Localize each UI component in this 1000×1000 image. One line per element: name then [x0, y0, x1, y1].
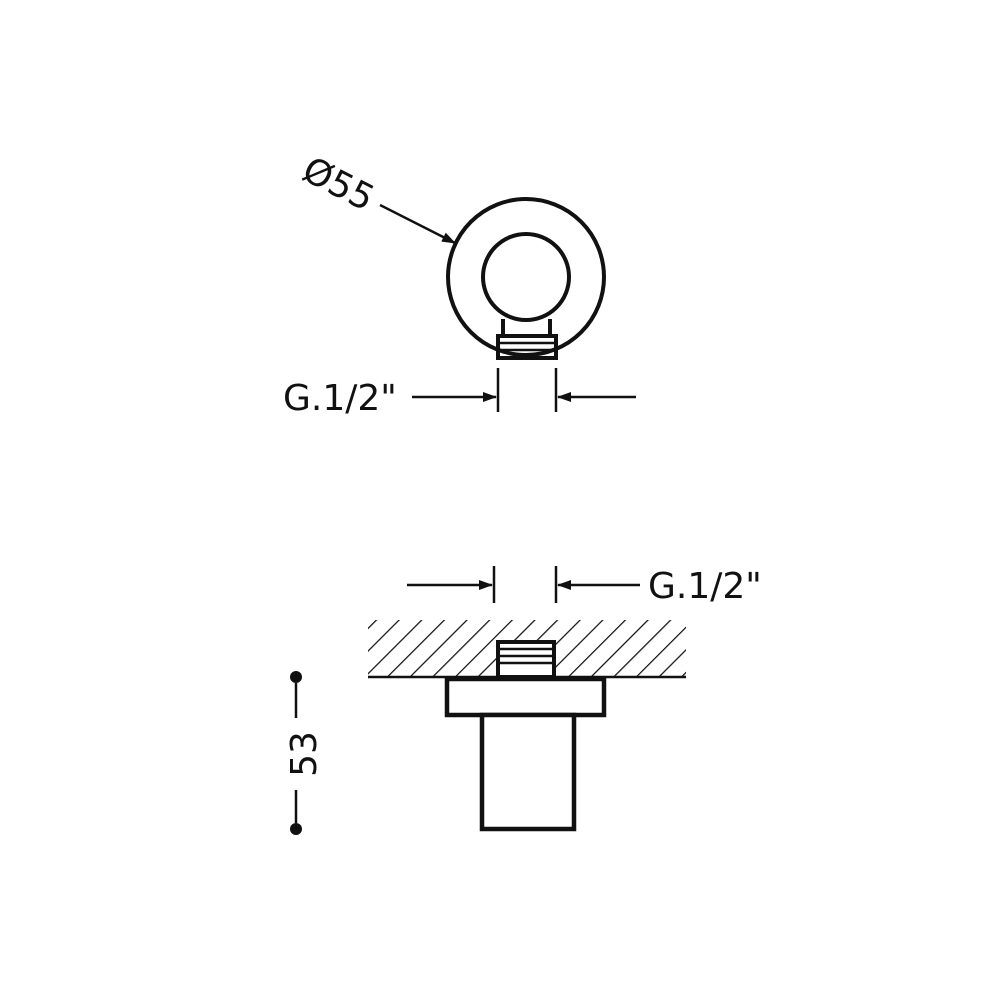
- height-dim-start-dot: [290, 671, 302, 683]
- thread-label-top: G.1/2": [283, 378, 397, 419]
- inner-circle: [481, 232, 571, 322]
- thread-label-bottom: G.1/2": [648, 566, 762, 607]
- side-view: G.1/2" 53: [284, 566, 762, 835]
- body-side: [479, 712, 577, 832]
- diameter-label: Ø55: [296, 149, 381, 219]
- outer-flange-circle: [446, 197, 606, 357]
- diameter-leader: [379, 203, 456, 245]
- height-dim-end-dot: [290, 823, 302, 835]
- height-label: 53: [284, 731, 325, 777]
- flange-side: [444, 676, 607, 718]
- thread-nut-top: [496, 334, 558, 360]
- top-view: Ø55 G.1/2": [283, 149, 636, 419]
- thread-nut-side-bg: [496, 640, 556, 677]
